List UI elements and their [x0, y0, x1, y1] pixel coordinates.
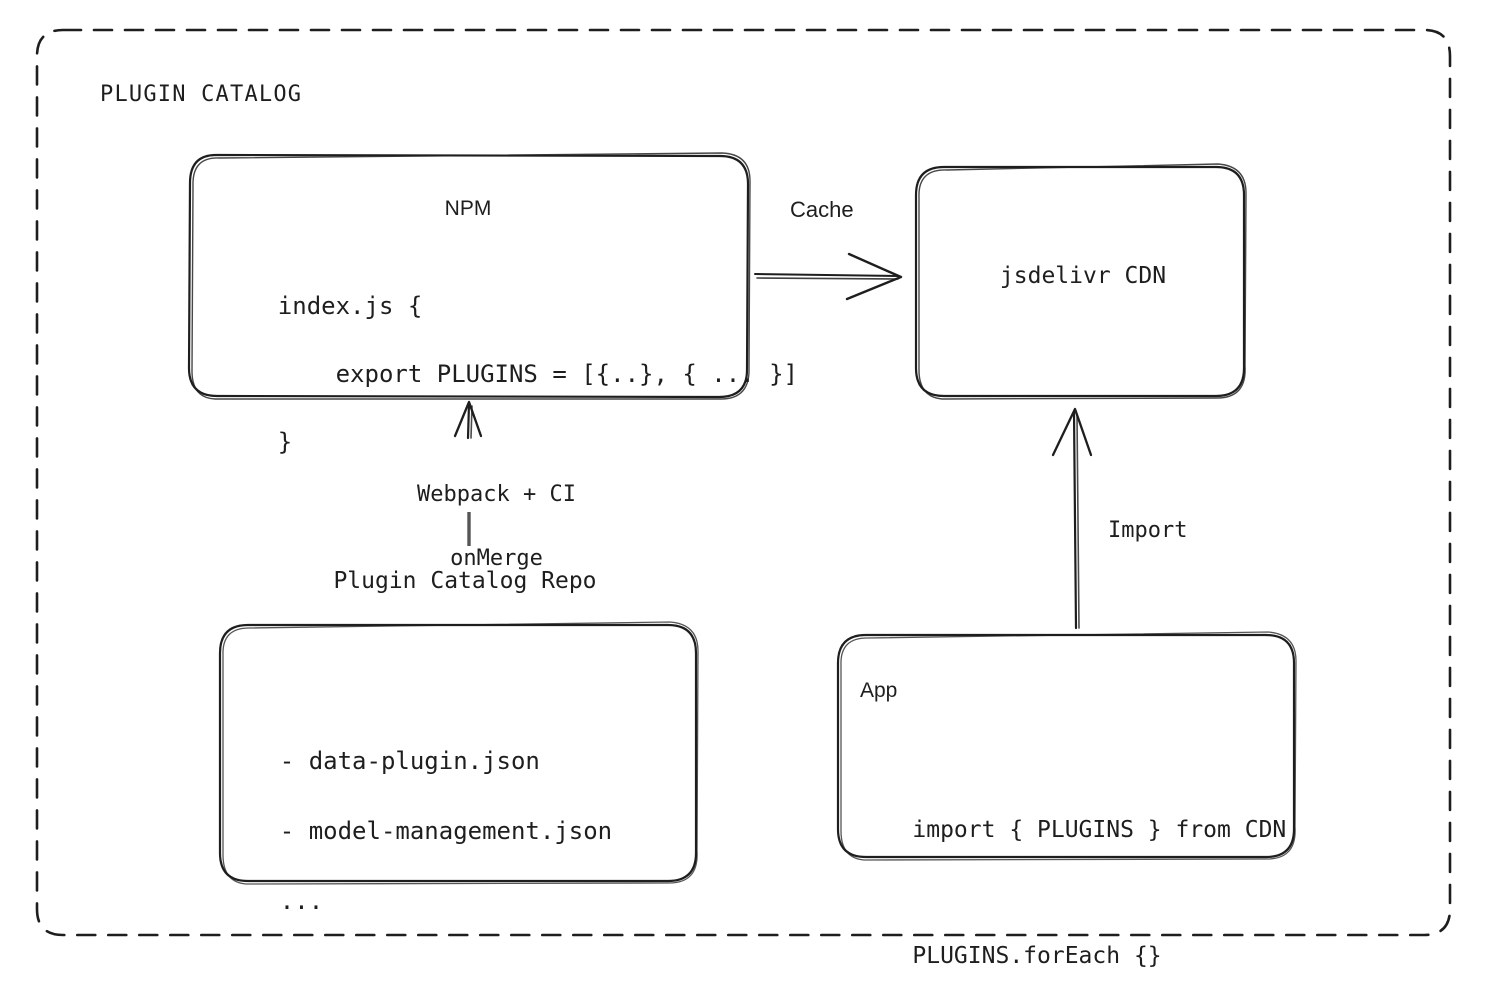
edge-label-webpack-ci-line-2: onMerge [450, 546, 543, 571]
npm-code-line-2: export PLUGINS = [{..}, { ... }] [277, 360, 798, 388]
edge-label-import: Import [1108, 518, 1188, 543]
repo-node-caption: Plugin Catalog Repo [333, 568, 597, 594]
app-node-code: import { PLUGINS } from CDN PLUGINS.forE… [857, 736, 1286, 1002]
repo-file-item-3: ... [279, 887, 324, 915]
npm-node-title: NPM [444, 197, 492, 220]
repo-file-item-2: - model-management.json [279, 817, 613, 845]
npm-node-code: index.js { export PLUGINS = [{..}, { ...… [220, 255, 798, 493]
arrow-app-to-cdn [1051, 407, 1093, 630]
npm-code-line-1: index.js { [277, 292, 423, 320]
app-code-line-2: PLUGINS.forEach {} [912, 943, 1162, 969]
repo-file-list: - data-plugin.json - model-management.js… [222, 709, 612, 954]
edge-label-cache: Cache [790, 197, 854, 222]
app-node-title: App [860, 679, 898, 702]
edge-label-webpack-ci-line-1: Webpack + CI [417, 482, 576, 507]
npm-code-line-3: } [277, 428, 293, 456]
repo-file-item-1: - data-plugin.json [279, 747, 540, 775]
app-code-line-1: import { PLUGINS } from CDN [912, 817, 1287, 843]
page-title: PLUGIN CATALOG [100, 82, 303, 107]
edge-label-webpack-ci: Webpack + CI onMerge [330, 447, 610, 607]
cdn-node-title: jsdelivr CDN [999, 263, 1167, 289]
